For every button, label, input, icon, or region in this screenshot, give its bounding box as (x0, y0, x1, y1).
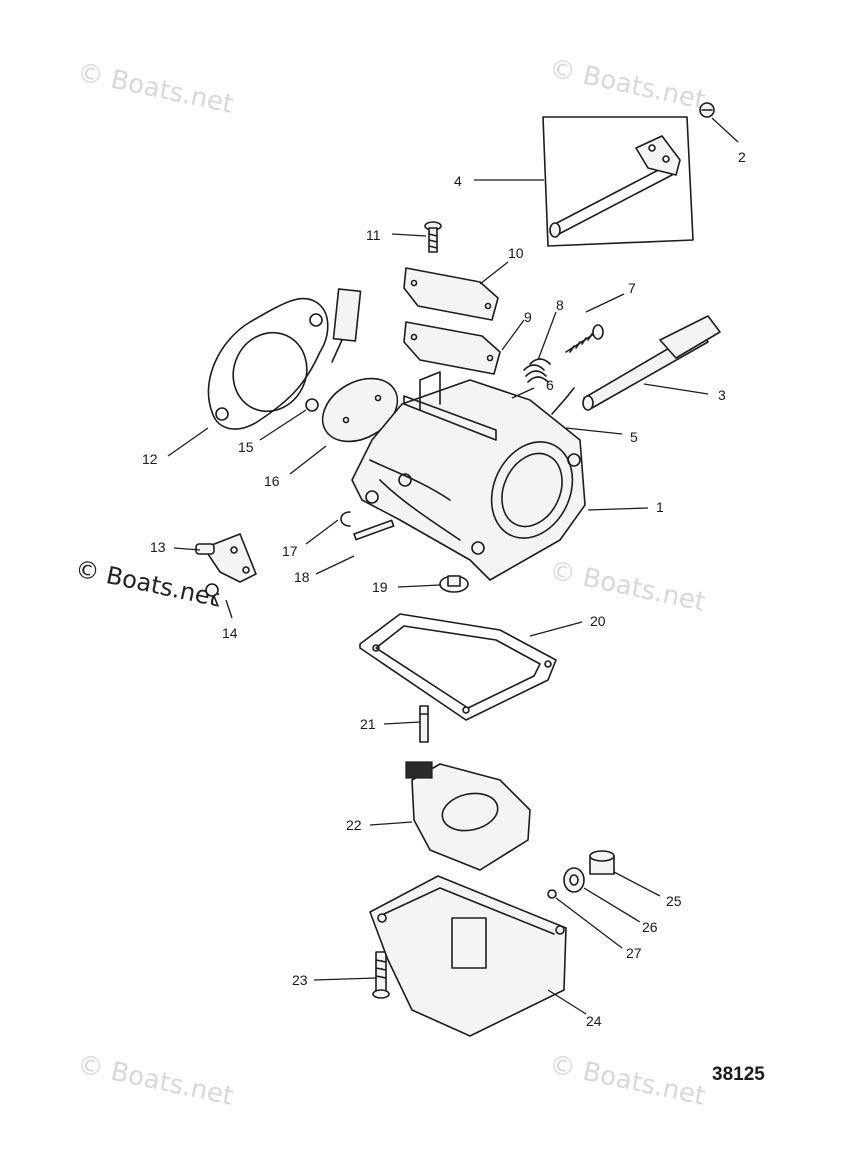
callout-8: 8 (556, 297, 564, 313)
part-13-link (195, 533, 257, 583)
watermark-mid-right: © Boats.net (547, 556, 708, 618)
callout-25: 25 (666, 893, 682, 909)
part-2-screw (699, 102, 715, 118)
callout-3: 3 (718, 387, 726, 403)
callout-9: 9 (524, 309, 532, 325)
part-20-bowl-gasket (359, 613, 557, 721)
callout-24: 24 (586, 1013, 602, 1029)
callout-15: 15 (238, 439, 254, 455)
part-14-screw (205, 583, 219, 607)
part-25-plug (589, 850, 615, 875)
primer-tube (331, 288, 362, 363)
callout-23: 23 (292, 972, 308, 988)
callout-1: 1 (656, 499, 664, 515)
part-15-screw (305, 398, 319, 412)
callout-14: 14 (222, 625, 238, 641)
callout-18: 18 (294, 569, 310, 585)
callout-5: 5 (630, 429, 638, 445)
callout-6: 6 (546, 377, 554, 393)
callout-7: 7 (628, 280, 636, 296)
watermark-top-right: © Boats.net (547, 54, 708, 116)
callout-17: 17 (282, 543, 298, 559)
part-11-screw (424, 221, 442, 253)
part-3-choke-shaft (582, 315, 721, 411)
part-16-diaphragm (321, 377, 399, 443)
callout-2: 2 (738, 149, 746, 165)
part-9-gasket (403, 321, 501, 375)
callout-labels: 1 2 3 4 5 6 7 8 9 10 11 12 13 14 15 16 1… (142, 149, 746, 1029)
callout-20: 20 (590, 613, 606, 629)
part-22-float (405, 761, 531, 871)
watermark-bottom-left: © Boats.net (75, 1050, 236, 1112)
part-19-seat (439, 575, 469, 593)
callout-19: 19 (372, 579, 388, 595)
callout-11: 11 (366, 227, 381, 243)
watermark-bottom-right: © Boats.net (547, 1050, 708, 1112)
callout-4: 4 (454, 173, 462, 189)
callout-27: 27 (626, 945, 642, 961)
part-23-screw (372, 951, 390, 999)
part-12-flange-gasket (207, 297, 329, 430)
part-27-screw (547, 889, 557, 899)
watermark-mid-left: © Boats.net (73, 554, 222, 612)
leader-lines (167, 117, 739, 1015)
callout-10: 10 (508, 245, 524, 261)
watermark-top-left: © Boats.net (75, 58, 236, 120)
callout-12: 12 (142, 451, 158, 467)
callout-22: 22 (346, 817, 362, 833)
part-10-cover-plate (403, 267, 499, 321)
part-21-pin (419, 705, 429, 743)
part-18-pin (353, 519, 395, 541)
part-7-idle-screw (565, 324, 604, 353)
part-17-clip (340, 511, 351, 527)
part-1-carburetor-body (351, 371, 586, 581)
part-26-washer (563, 867, 585, 893)
callout-21: 21 (360, 716, 376, 732)
part-24-float-bowl (369, 875, 567, 1037)
callout-16: 16 (264, 473, 280, 489)
callout-13: 13 (150, 539, 166, 555)
part-4-throttle-shaft (542, 116, 694, 247)
part-8-spring (523, 358, 551, 383)
figure-number: 38125 (712, 1064, 765, 1085)
callout-26: 26 (642, 919, 658, 935)
